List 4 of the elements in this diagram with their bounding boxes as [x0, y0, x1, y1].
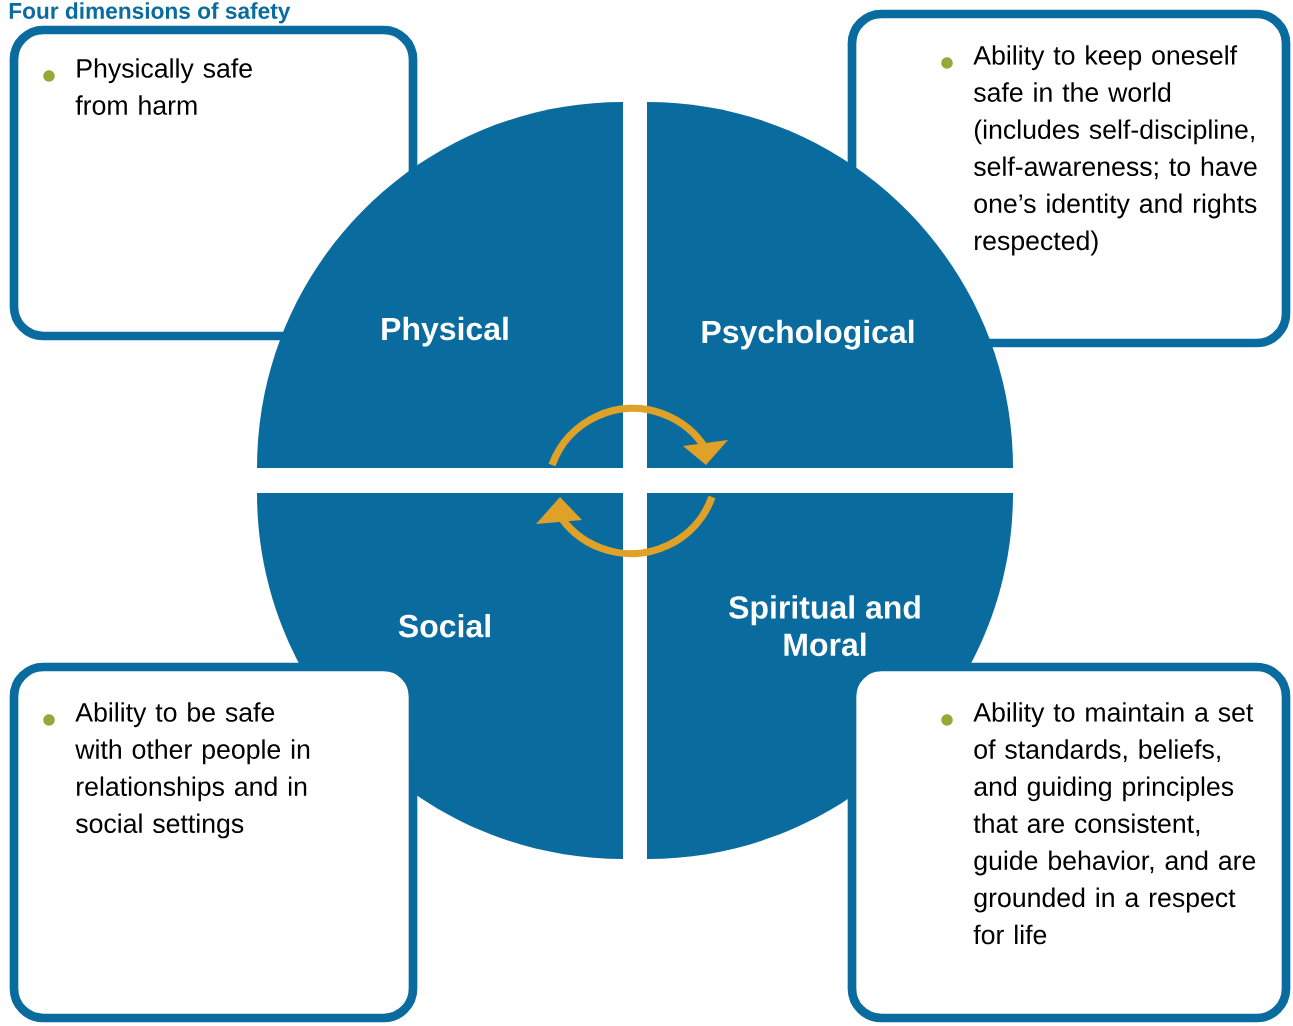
title: Four dimensions of safety: [9, 2, 291, 24]
quadrant: Physical: [257, 102, 623, 468]
text-box: Ability to maintain a set of standards, beliefs, and guiding principles that are consistent, guide behavior, and are grounded in a respect for life: [847, 662, 1291, 1023]
text-box: Ability to be safe with other people in relationships and in social settings: [9, 662, 418, 1023]
